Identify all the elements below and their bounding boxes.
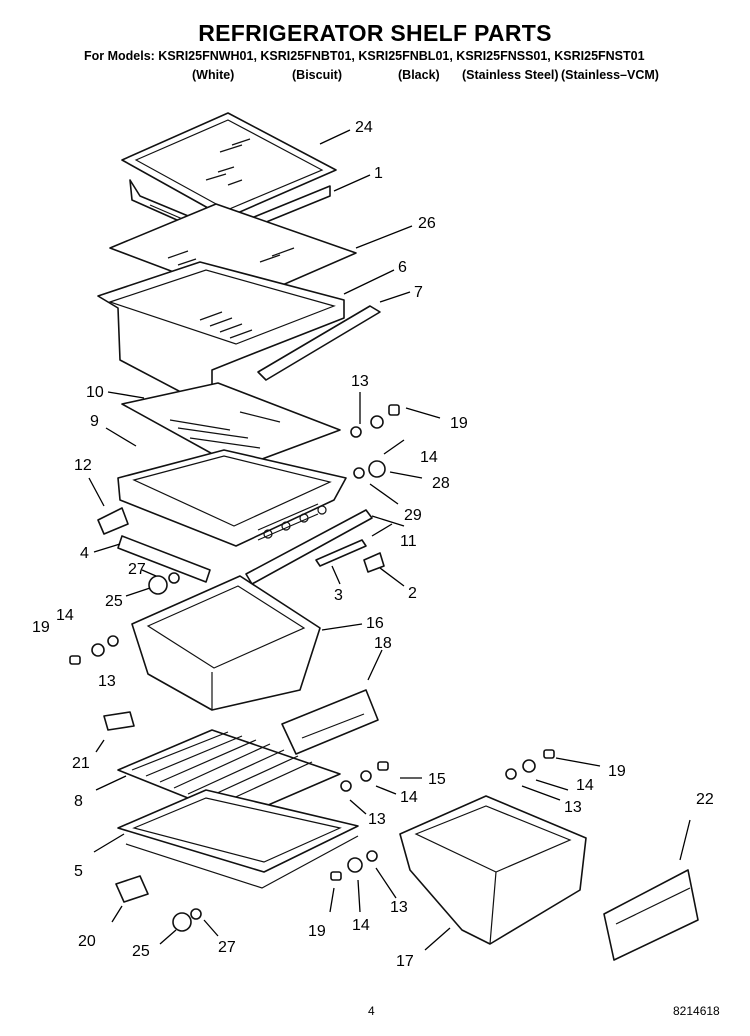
callout-21: 21	[72, 755, 90, 772]
callout-13-a: 13	[351, 373, 369, 390]
callout-14-a: 14	[420, 449, 438, 466]
part-11-rail	[245, 509, 373, 585]
part-24-shelf-frame	[121, 112, 337, 219]
color-black: (Black)	[398, 68, 440, 82]
callout-27-b: 27	[218, 939, 236, 956]
callout-14-b: 14	[56, 607, 74, 624]
color-stainless-vcm: (Stainless–VCM)	[561, 68, 659, 82]
part-10-glass-insert	[121, 382, 341, 469]
part-17-lower-drawer	[399, 795, 587, 945]
page-title: REFRIGERATOR SHELF PARTS	[198, 20, 552, 46]
callout-14-e: 14	[352, 917, 370, 934]
callout-2: 2	[408, 585, 417, 602]
callout-16: 16	[366, 615, 384, 632]
callout-19-c: 19	[608, 763, 626, 780]
callout-14-c: 14	[400, 789, 418, 806]
part-12-bracket	[97, 507, 129, 535]
callout-11: 11	[400, 533, 417, 550]
callout-29: 29	[404, 507, 422, 524]
part-6-crisper-cover	[97, 261, 345, 411]
part-20-clip	[115, 875, 149, 903]
leader-lines	[88, 129, 691, 951]
part-2-clip	[363, 552, 385, 573]
callout-24: 24	[355, 119, 373, 136]
callout-15: 15	[428, 771, 446, 788]
hardware-set-lower	[330, 749, 555, 881]
page-number: 4	[368, 1004, 375, 1018]
document-number: 8214618	[673, 1004, 720, 1018]
callout-25-b: 25	[132, 943, 150, 960]
callout-28: 28	[432, 475, 450, 492]
callout-13-e: 13	[390, 899, 408, 916]
callout-26: 26	[418, 215, 436, 232]
model-list: For Models: KSRI25FNWH01, KSRI25FNBT01, …	[84, 49, 645, 63]
part-3-strip	[315, 539, 367, 567]
hardware-set-upper	[350, 404, 400, 479]
callout-25-a: 25	[105, 593, 123, 610]
callout-19-b: 19	[32, 619, 50, 636]
callout-6: 6	[398, 259, 407, 276]
part-9-crisper-frame	[117, 449, 347, 547]
part-25-27-knob-lower	[172, 908, 202, 932]
callout-19-d: 19	[308, 923, 326, 940]
callout-10: 10	[86, 384, 104, 401]
color-white: (White)	[192, 68, 235, 82]
callout-7: 7	[414, 284, 423, 301]
callout-17: 17	[396, 953, 414, 970]
callout-8: 8	[74, 793, 83, 810]
color-biscuit: (Biscuit)	[292, 68, 342, 82]
callout-5: 5	[74, 863, 83, 880]
callout-13-b: 13	[98, 673, 116, 690]
part-16-crisper-drawer	[131, 575, 321, 711]
callout-20: 20	[78, 933, 96, 950]
part-5-bottom-frame	[117, 789, 359, 889]
part-22-drawer-front	[603, 869, 699, 961]
callout-19-a: 19	[450, 415, 468, 432]
callout-3: 3	[334, 587, 343, 604]
callout-1: 1	[374, 165, 383, 182]
part-21-clip	[103, 711, 135, 731]
callout-labels: 24 1 26 6 7 13 10 19 9 14 12 28 29 11 4 …	[32, 119, 714, 970]
part-25-27-knob	[148, 572, 180, 595]
callout-9: 9	[90, 413, 99, 430]
callout-18: 18	[374, 635, 392, 652]
callout-22: 22	[696, 791, 714, 808]
callout-13-d: 13	[564, 799, 582, 816]
color-stainless-steel: (Stainless Steel)	[462, 68, 559, 82]
part-7-rod	[257, 305, 381, 381]
callout-14-d: 14	[576, 777, 594, 794]
callout-27-a: 27	[128, 561, 146, 578]
callout-4: 4	[80, 545, 89, 562]
callout-13-c: 13	[368, 811, 386, 828]
hardware-set-left	[69, 635, 119, 665]
part-18-drawer-front	[281, 689, 379, 755]
callout-12: 12	[74, 457, 92, 474]
